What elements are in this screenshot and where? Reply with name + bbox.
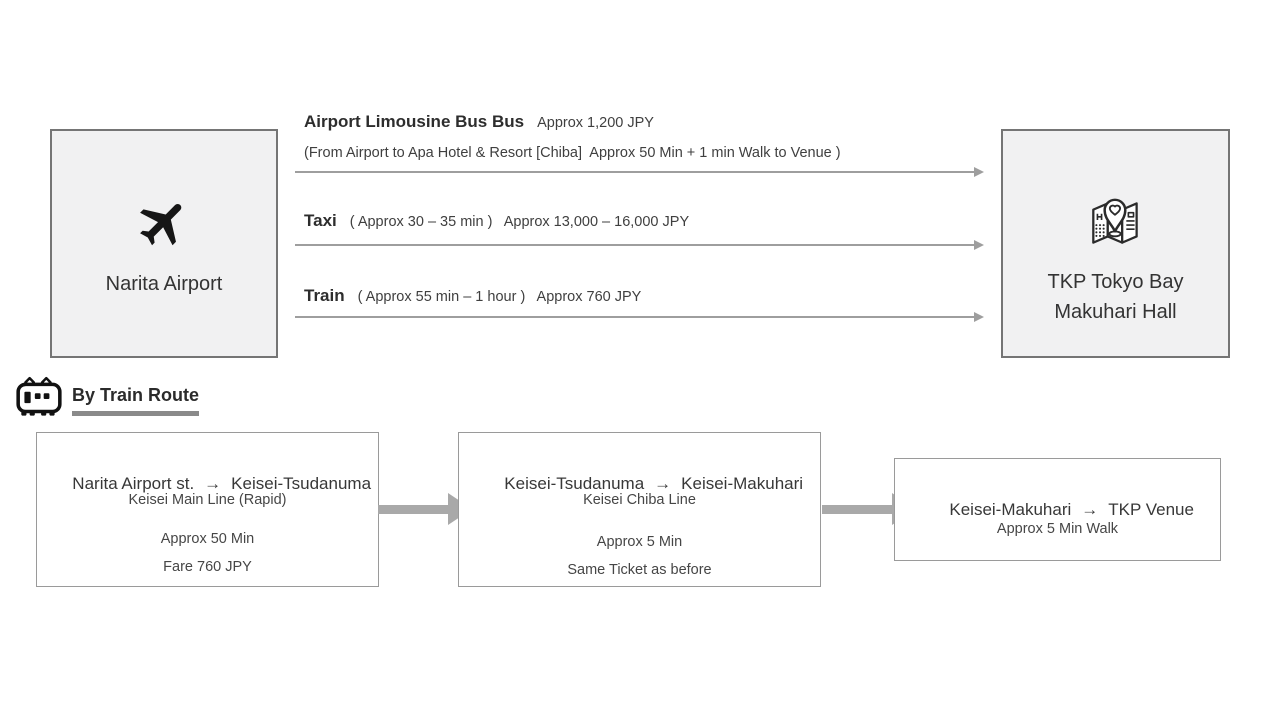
origin-label: Narita Airport [105,273,223,295]
step-note: Fare 760 JPY [163,559,252,575]
heading-underline [72,411,199,416]
step-duration: Approx 50 Min [160,531,255,547]
origin-box: Narita Airport [50,129,278,358]
route-detail: ( Approx 30 – 35 min ) Approx 13,000 – 1… [349,214,690,230]
route-row-taxi: Taxi ( Approx 30 – 35 min ) Approx 13,00… [304,211,689,231]
route-row-bus: Airport Limousine Bus Bus Approx 1,200 J… [304,112,654,132]
step-line: Keisei Main Line (Rapid) [128,492,287,508]
step-line: Approx 5 Min Walk [996,521,1119,537]
step-from: Narita Airport st. [72,474,195,493]
step-title: Narita Airport st. → Keisei-Tsudanuma [37,454,378,514]
step-title: Keisei-Makuhari → TKP Venue [895,480,1220,540]
train-step-box-1: Narita Airport st. → Keisei-Tsudanuma Keis… [36,432,379,587]
step-from: Keisei-Makuhari [949,500,1072,519]
step-line: Keisei Chiba Line [583,492,696,508]
destination-box: TKP Tokyo Bay Makuhari Hall [1001,129,1230,358]
airplane-icon [135,193,193,253]
arrow-right-icon: → [204,474,222,493]
route-detail: ( Approx 55 min – 1 hour ) Approx 760 JP… [357,289,642,305]
route-name: Train [304,286,345,305]
step-to: TKP Venue [1108,500,1194,519]
step-duration: Approx 5 Min [596,534,683,550]
train-icon [14,376,64,422]
train-step-box-2: Keisei-Tsudanuma → Keisei-Makuhari Keisei … [458,432,821,587]
route-detail: Approx 1,200 JPY [537,115,654,131]
step-to: Keisei-Makuhari [681,474,804,493]
step-title: Keisei-Tsudanuma → Keisei-Makuhari [459,454,820,514]
step-to: Keisei-Tsudanuma [231,474,372,493]
step-note: Same Ticket as before [567,562,712,578]
route-row-train: Train ( Approx 55 min – 1 hour ) Approx … [304,286,641,306]
route-arrow-train [295,312,984,322]
destination-label-line1: TKP Tokyo Bay [1047,271,1184,293]
route-name: Airport Limousine Bus Bus [304,112,525,131]
arrow-right-icon: → [654,474,672,493]
route-note: (From Airport to Apa Hotel & Resort [Chi… [304,145,841,161]
arrow-right-icon: → [1081,500,1099,519]
route-name: Taxi [304,211,337,230]
route-arrow-taxi [295,240,984,250]
route-arrow-bus [295,167,984,177]
train-step-box-3: Keisei-Makuhari → TKP Venue Approx 5 Min W… [894,458,1221,561]
step-from: Keisei-Tsudanuma [504,474,645,493]
destination-label-line2: Makuhari Hall [1054,301,1177,323]
train-route-heading: By Train Route [72,385,200,405]
map-pin-icon [1083,187,1149,257]
